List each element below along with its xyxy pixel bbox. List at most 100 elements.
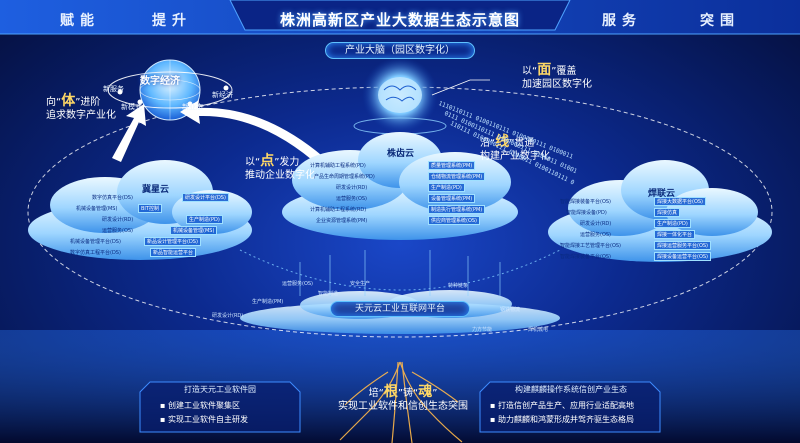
- row-box: 焊接设备运营平台(OS): [654, 252, 712, 261]
- row-box: 仓储物流管理系统(PM): [428, 172, 486, 181]
- roots-graphic: [339, 361, 463, 443]
- node-new-service: 新服务: [103, 85, 124, 93]
- row-label: 研发设计(RD): [336, 185, 368, 191]
- node-new-economy: 新经济: [212, 91, 233, 99]
- cloud-center-row: 计算机辅助工程系统(PD) 质量管理系统(PM): [310, 160, 500, 171]
- app-energy: 力方节能: [472, 327, 493, 333]
- app-pm: 生产制造(PM): [252, 299, 284, 305]
- row-box: 供应商管理系统(OS): [428, 216, 481, 225]
- callout-dian: 以“点”发力 推动企业数字化: [245, 153, 315, 181]
- floor-glow: [0, 330, 800, 443]
- left-panel-item: ▪ 创建工业软件聚集区: [160, 401, 240, 410]
- cloud-right-row: 智能焊接装备平台(OS) 焊接设备运营平台(OS): [560, 251, 750, 262]
- row-box: 质量管理系统(PM): [428, 161, 476, 170]
- callout-xian: 沿“线”贯通 构建产业数字化: [480, 134, 550, 162]
- cloud-center-row: 产品生命周期管理系统(PD) 仓储物流管理系统(PM): [310, 171, 500, 182]
- row-label: 智能焊接装备平台(OS): [560, 199, 612, 205]
- callout-mian: 以“面”覆盖 加速园区数字化: [522, 62, 592, 90]
- row-box: 焊接大数据平台(OS): [654, 197, 707, 206]
- cloud-right-rows: 智能焊接装备平台(OS) 焊接大数据平台(OS) 智能焊接设备(PD) 焊接仿真…: [560, 196, 750, 262]
- row-label: 机械设备管理平台(DS): [70, 239, 121, 245]
- cloud-center-title: 株齿云: [387, 149, 415, 159]
- left-panel-item: ▪ 实现工业软件自主研发: [160, 415, 248, 424]
- cloud-right-row: 研发设计(RD) 生产制造(PD): [560, 218, 750, 229]
- node-new-format: 新业态: [182, 103, 203, 111]
- cloud-right-row: 智能焊接设备(PD) 焊接仿真: [560, 207, 750, 218]
- left-panel-item-text: 创建工业软件聚集区: [167, 401, 240, 410]
- app-intelligent-mfg: 智能制造: [318, 291, 339, 297]
- signal-lines: [299, 250, 501, 296]
- row-box: 焊接仿真: [654, 208, 681, 217]
- row-label: 智能焊接装备平台(OS): [560, 254, 612, 260]
- cloud-right-row: 智能焊接工艺管理平台(OS) 焊接运营服务平台(OS): [560, 240, 750, 251]
- industry-brain-label: 产业大脑（园区数字化）: [325, 42, 475, 59]
- cloud-left-row: 数字仿真工程平台(DS) 新品智能运营平台: [70, 247, 240, 258]
- app-steel-logistics: 钢铁物流: [500, 307, 521, 313]
- cloud-right-title: 焊联云: [648, 189, 676, 199]
- cloud-center-shape: [282, 132, 518, 240]
- app-safety: 安全生产: [350, 281, 371, 287]
- cloud-left-row: 机械设备管理平台(DS) 新品设计管理平台(DS): [70, 236, 240, 247]
- row-box: 焊接运营服务平台(OS): [654, 241, 712, 250]
- node-new-model: 新模式: [121, 103, 142, 111]
- callout-ti: 向“体”进阶 追求数字产业化: [46, 93, 116, 121]
- cloud-left-row: 研发设计(RD) 生产制造(PD): [70, 214, 240, 225]
- cloud-center-row: 企业资源管理系统(PM) 供应商管理系统(OS): [310, 215, 500, 226]
- app-welder-city: 焊机城电: [528, 327, 549, 333]
- left-panel-frame: [139, 381, 301, 433]
- header-tab-breakthrough: 突围: [700, 13, 740, 29]
- cloud-center-row: 运营服务(OS) 设备管理系统(PM): [310, 193, 500, 204]
- header-tab-service: 服务: [602, 13, 642, 29]
- app-chain: 特种链条: [448, 283, 469, 289]
- root-slogan: 培“根”铸“魂” 实现工业软件和信创生态突围: [338, 384, 468, 412]
- row-box: 新品智能运营平台: [150, 248, 197, 257]
- cloud-left-row: 数字仿真平台(DS) 研发设计平台(DS): [70, 192, 240, 203]
- cloud-left-title: 冀星云: [142, 185, 170, 195]
- row-label: 运营服务(OS): [580, 232, 612, 238]
- right-panel-title: 构建麒麟操作系统信创产业生态: [515, 385, 627, 394]
- brain-graphic: [378, 77, 422, 113]
- row-box: 研发设计平台(DS): [182, 193, 229, 202]
- cloud-right-row: 运营服务(OS) 焊接一体化平台: [560, 229, 750, 240]
- app-rd: 研发设计(RD): [212, 313, 244, 319]
- title-plate: [229, 0, 571, 31]
- row-box: 新品设计管理平台(DS): [144, 237, 201, 246]
- row-label: 数字仿真工程平台(DS): [70, 250, 121, 256]
- header-tab-empower: 赋能: [60, 13, 100, 29]
- row-box: 生产制造(PD): [654, 219, 691, 228]
- row-box: 设备管理系统(PM): [428, 194, 476, 203]
- row-label: 研发设计(RD): [102, 217, 134, 223]
- right-panel-item: ▪ 打造信创产品生产、应用行业适配高地: [490, 401, 634, 410]
- right-panel-frame: [479, 381, 661, 433]
- left-panel-title: 打造天元工业软件园: [184, 385, 256, 394]
- row-box: 生产制造(PD): [428, 183, 465, 192]
- row-label: 企业资源管理系统(PM): [316, 218, 368, 224]
- row-box: 焊接一体化平台: [654, 230, 696, 239]
- row-label: 运营服务(OS): [336, 196, 368, 202]
- row-box: 生产制造(PD): [186, 215, 223, 224]
- row-label: 产品生命周期管理系统(PD): [314, 174, 375, 180]
- row-box: 机械设备管理(MS): [170, 226, 218, 235]
- row-label: 智能焊接设备(PD): [566, 210, 607, 216]
- right-panel-item-text: 打造信创产品生产、应用行业适配高地: [497, 401, 634, 410]
- cloud-center-row: 研发设计(RD) 生产制造(PD): [310, 182, 500, 193]
- row-label: 智能焊接工艺管理平台(OS): [560, 243, 622, 249]
- row-label: 研发设计(RD): [580, 221, 612, 227]
- right-panel-item-text: 助力麒麟和鸿蒙形成并驾齐驱生态格局: [497, 415, 634, 424]
- cloud-center-rows: 计算机辅助工程系统(PD) 质量管理系统(PM) 产品生命周期管理系统(PD) …: [310, 160, 500, 226]
- cloud-center-row: 计算机辅助工程系统(RD) 制造执行管理系统(PM): [310, 204, 500, 215]
- arrow-left-up: [112, 104, 146, 162]
- row-label: 数字仿真平台(DS): [92, 195, 133, 201]
- page-title: 株洲高新区产业大数据生态示意图: [279, 11, 520, 29]
- left-panel-item-text: 实现工业软件自主研发: [167, 415, 248, 424]
- row-label: 机械设备管理(MS): [76, 206, 118, 212]
- row-box: 制造执行管理系统(PM): [428, 205, 486, 214]
- row-box: BIT控制: [138, 204, 162, 213]
- row-label: 计算机辅助工程系统(RD): [310, 207, 367, 213]
- outer-orbit: [27, 86, 773, 338]
- cloud-left-rows: 数字仿真平台(DS) 研发设计平台(DS) 机械设备管理(MS) BIT控制 研…: [70, 192, 240, 258]
- header-tab-upgrade: 提升: [152, 13, 192, 29]
- cloud-right-row: 智能焊接装备平台(OS) 焊接大数据平台(OS): [560, 196, 750, 207]
